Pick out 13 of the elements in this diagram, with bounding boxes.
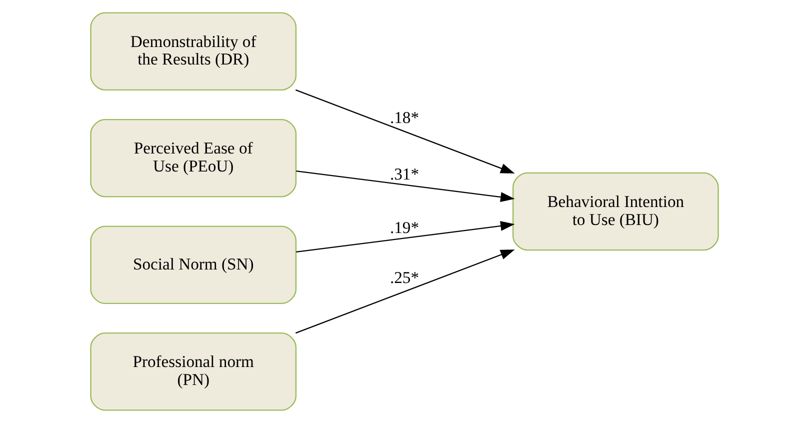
- arrow: [296, 170, 515, 202]
- edge-label: .18*: [390, 108, 420, 127]
- node-box: Behavioral Intention to Use (BIU): [512, 172, 719, 251]
- node-box: Perceived Ease of Use (PEoU): [90, 118, 297, 198]
- arrow: [295, 89, 515, 174]
- edge-label: .19*: [390, 218, 420, 238]
- edge-label: .25*: [390, 268, 420, 287]
- node-box: Social Norm (SN): [90, 226, 297, 304]
- edge-label: .31*: [390, 164, 420, 184]
- arrow: [295, 250, 515, 334]
- node-box: Demonstrability of the Results (DR): [90, 12, 297, 90]
- arrow: [296, 221, 515, 253]
- node-box: Professional norm (PN): [90, 332, 297, 411]
